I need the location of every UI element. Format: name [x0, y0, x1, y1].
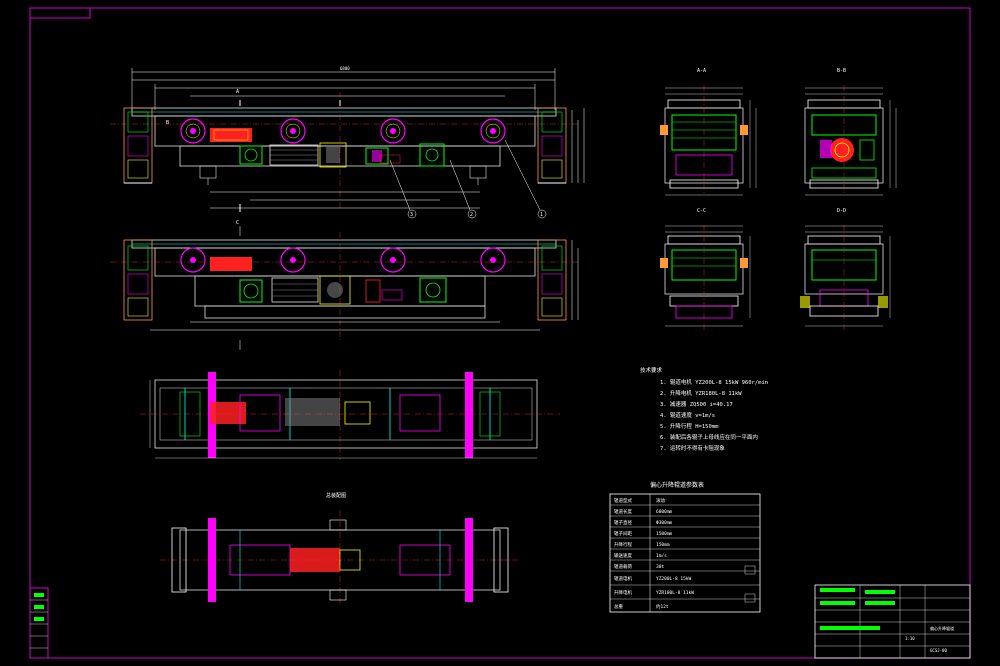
svg-text:1m/s: 1m/s	[656, 553, 667, 559]
table-row: 辊子间距 1500mm	[614, 530, 673, 537]
svg-text:升降行程: 升降行程	[614, 541, 632, 548]
title-block-name: 偏心升降辊道	[930, 625, 954, 631]
svg-text:YZR180L-8 11kW: YZR180L-8 11kW	[656, 590, 694, 596]
view-marker-b: B	[166, 120, 169, 126]
section-label-dd: D-D	[837, 208, 846, 214]
notes-title: 技术要求	[640, 366, 663, 374]
svg-text:升降电机: 升降电机	[614, 589, 632, 596]
left-margin-table	[30, 593, 48, 649]
title-block: 偏心升降辊道 GCSJ-00 1:10	[814, 584, 971, 659]
svg-text:30t: 30t	[656, 564, 664, 570]
svg-text:YZ200L-8 15kW: YZ200L-8 15kW	[656, 576, 692, 582]
callout-3: 3	[410, 212, 413, 218]
table-row: 总重 约12t	[614, 603, 669, 610]
section-label-bb: B-B	[837, 68, 846, 74]
title-block-drawing-no: GCSJ-00	[930, 648, 947, 653]
plan-view-top	[140, 370, 560, 460]
svg-text:Φ300mm: Φ300mm	[656, 520, 673, 526]
svg-text:滚动: 滚动	[656, 497, 665, 504]
parameter-table: 偏心升降辊道参数表 辊道型式 滚动 辊道长度 6800mm 辊子直径 Φ300m…	[609, 481, 761, 613]
svg-text:辊子间距: 辊子间距	[614, 530, 632, 537]
note-2: 2. 升降电机 YZR180L-8 11kW	[660, 389, 742, 397]
right-support-stand-front	[537, 107, 567, 184]
left-support-stand-lower	[123, 239, 153, 321]
note-1: 1. 辊道电机 YZ200L-8 15kW 960r/min	[660, 378, 768, 386]
table-row: 辊道载荷 30t	[614, 563, 664, 570]
table-row: 升降行程 150mm	[614, 541, 670, 548]
svg-text:辊道电机: 辊道电机	[614, 575, 632, 582]
section-d-d: D-D	[800, 208, 891, 330]
section-label-cc: C-C	[697, 208, 706, 214]
section-a-a: A-A	[660, 68, 757, 196]
overall-dim-text: 6800	[340, 66, 350, 71]
svg-text:150mm: 150mm	[656, 542, 670, 548]
svg-text:辊子直径: 辊子直径	[614, 519, 632, 526]
table-row: 辊道型式 滚动	[614, 497, 665, 504]
technical-notes: 技术要求 1. 辊道电机 YZ200L-8 15kW 960r/min 2. 升…	[640, 366, 768, 452]
note-3: 3. 减速器 ZQ500 i=40.17	[660, 400, 733, 408]
svg-text:辊道载荷: 辊道载荷	[614, 563, 632, 570]
callout-2: 2	[470, 212, 473, 218]
plan-view-assembly: 总装配图	[160, 492, 520, 605]
section-c-c: C-C	[660, 208, 751, 330]
note-6: 6. 装配后各辊子上母线应在同一平面内	[660, 433, 758, 441]
view-marker-c: C	[236, 220, 239, 226]
callout-1: 1	[540, 212, 543, 218]
drive-motor-front	[210, 128, 445, 168]
table-row: 升降电机 YZR180L-8 11kW	[614, 589, 694, 596]
section-b-b: B-B	[804, 68, 897, 196]
note-7: 7. 运转时不得有卡阻现象	[660, 444, 725, 452]
plan-view-title: 总装配图	[326, 492, 346, 499]
table-row: 辊道长度 6800mm	[614, 508, 673, 515]
title-block-scale: 1:10	[905, 636, 915, 641]
table-title: 偏心升降辊道参数表	[650, 481, 704, 489]
table-row: 输送速度 1m/s	[614, 552, 667, 559]
svg-text:总重: 总重	[614, 603, 623, 610]
right-support-stand-lower	[537, 239, 567, 321]
roller-set-front	[180, 118, 506, 144]
section-views: A-A B-B	[660, 68, 897, 330]
svg-text:约12t: 约12t	[656, 603, 669, 610]
svg-text:辊道长度: 辊道长度	[614, 508, 632, 515]
front-elevation-view-lower: C	[110, 220, 580, 350]
left-support-stand-front	[123, 107, 153, 184]
table-row: 辊子直径 Φ300mm	[614, 519, 673, 526]
note-4: 4. 辊道速度 v=1m/s	[660, 411, 715, 419]
table-row: 辊道电机 YZ200L-8 15kW	[614, 575, 692, 582]
svg-text:1500mm: 1500mm	[656, 531, 673, 537]
drawing-frame	[29, 7, 971, 659]
svg-text:输送速度: 输送速度	[614, 552, 632, 559]
svg-text:辊道型式: 辊道型式	[614, 497, 632, 504]
front-elevation-view: 6800	[110, 66, 585, 219]
svg-text:6800mm: 6800mm	[656, 509, 673, 515]
note-5: 5. 升降行程 H=150mm	[660, 422, 719, 430]
view-marker-a: A	[236, 89, 239, 95]
section-label-aa: A-A	[697, 68, 706, 74]
